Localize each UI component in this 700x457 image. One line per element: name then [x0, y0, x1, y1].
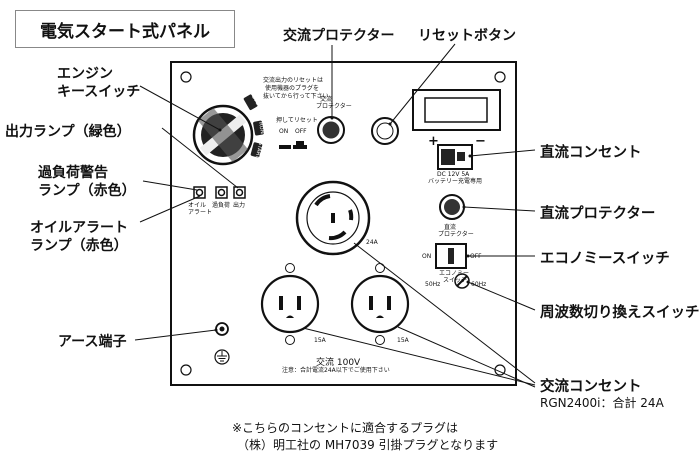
- twist-rating-label: 24A: [366, 239, 378, 246]
- ac-current-note: 注意：合計電流24A以下でご使用下さい: [282, 367, 390, 374]
- dc-plus-label: +: [428, 134, 439, 149]
- indicator-lamp-icon: [193, 186, 246, 199]
- ac-prot-label-2: プロテクター: [316, 103, 352, 110]
- outlet-screw-icon: [285, 263, 385, 345]
- reset-note-3: 抜いてから行って下さい: [263, 93, 329, 100]
- callout-freq-switch: 周波数切り換えスイッチ: [540, 305, 700, 321]
- callout-oil-1: オイルアラート: [30, 220, 128, 236]
- hz60-label: 60Hz: [471, 281, 487, 288]
- callout-oil-2: ランプ（赤色）: [30, 238, 128, 254]
- earth-terminal-icon: [214, 322, 230, 365]
- reset-note-1: 交流出力のリセットは: [263, 77, 324, 84]
- lamp-overload-label: 過負荷: [212, 202, 231, 209]
- callout-ac-outlet-sub: RGN2400i：合計 24A: [540, 396, 664, 410]
- callout-dc-protector: 直流プロテクター: [540, 206, 656, 222]
- on-label: ON: [279, 128, 289, 135]
- panel-title: 電気スタート式パネル: [15, 10, 235, 48]
- outlet1-rating: 15A: [314, 337, 326, 344]
- callout-ac-outlet: 交流コンセント: [540, 379, 642, 395]
- callout-engine-key-2: キースイッチ: [57, 84, 141, 100]
- engine-key-switch-icon: [192, 104, 254, 166]
- eco-panel-2: スイッチ: [443, 277, 468, 284]
- dc-spec-1: DC 12V 5A: [437, 171, 470, 178]
- push-reset-label: 押してリセット: [276, 117, 318, 124]
- twist-lock-outlet-icon: [295, 180, 371, 256]
- corner-screw-icon: [180, 71, 506, 376]
- reset-note-2: 使用機器のプラグを: [265, 85, 320, 92]
- callout-earth: アース端子: [58, 334, 127, 350]
- callout-engine-key-1: エンジン: [57, 66, 113, 82]
- callout-dc-outlet: 直流コンセント: [540, 145, 642, 161]
- key-position-tags: [243, 94, 264, 158]
- callout-ac-protector: 交流プロテクター: [283, 28, 395, 44]
- display-window: [412, 89, 501, 131]
- eco-panel-1: エコノミー: [439, 270, 470, 277]
- footnote-line-2: （株）明工社の MH7039 引掛プラグとなります: [237, 438, 499, 452]
- callout-eco-switch: エコノミースイッチ: [540, 251, 670, 267]
- callout-overload-2: ランプ（赤色）: [38, 183, 136, 199]
- reset-button-icon: [371, 117, 399, 145]
- outlet2-rating: 15A: [397, 337, 409, 344]
- ac-outlet-right-icon: [350, 274, 410, 334]
- callout-reset-button: リセットボタン: [418, 28, 516, 44]
- hz50-label: 50Hz: [425, 281, 441, 288]
- callout-overload-1: 過負荷警告: [38, 165, 108, 181]
- ac-prot-label-1: 交流: [320, 96, 333, 103]
- dc-protector-icon: [439, 194, 465, 220]
- dc-outlet-icon: [437, 144, 473, 170]
- dc-prot-panel-1: 直流: [444, 224, 457, 231]
- eco-on-label: ON: [422, 253, 432, 260]
- dc-minus-label: −: [475, 134, 486, 149]
- lamp-oil-label-2: アラート: [188, 209, 213, 216]
- footnote-line-1: ※こちらのコンセントに適合するプラグは: [232, 421, 459, 435]
- off-label: OFF: [295, 128, 307, 135]
- leader-lines: [134, 43, 536, 388]
- economy-switch-icon: [435, 243, 467, 269]
- lamp-output-label: 出力: [233, 202, 246, 209]
- ac-protector-icon: [317, 116, 345, 144]
- dc-prot-panel-2: プロテクター: [438, 231, 474, 238]
- dc-spec-2: バッテリー充電専用: [428, 178, 483, 185]
- ac-voltage-label: 交流 100V: [316, 358, 361, 368]
- callout-output-lamp: 出力ランプ（緑色）: [5, 124, 131, 140]
- eco-off-label: OFF: [470, 253, 482, 260]
- lamp-oil-label-1: オイル: [188, 202, 207, 209]
- ac-outlet-left-icon: [260, 274, 320, 334]
